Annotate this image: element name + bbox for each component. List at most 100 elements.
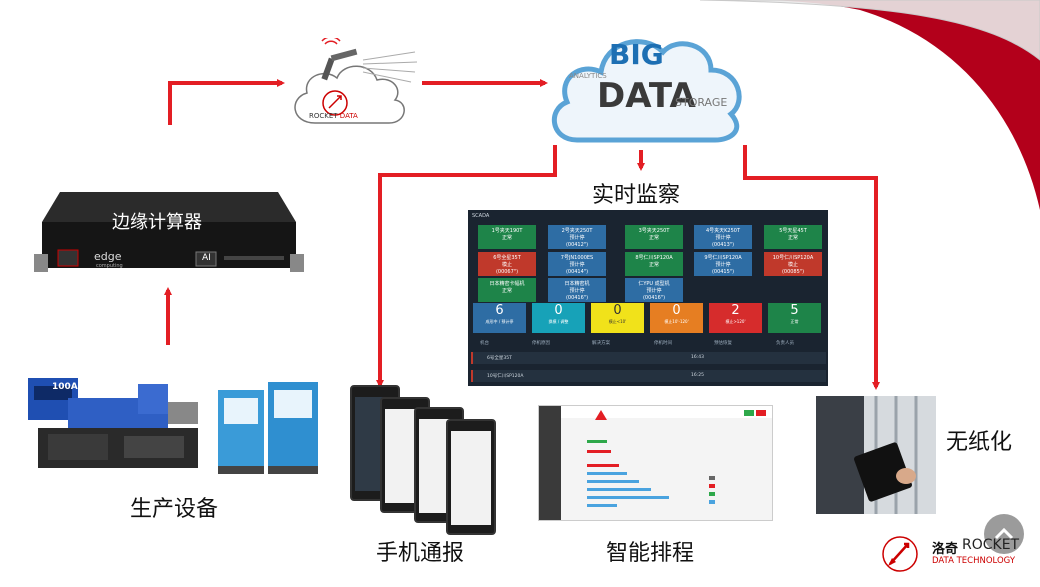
big-data-term-analytics: ANALYTICS <box>569 72 607 80</box>
paperless-label: 无纸化 <box>946 430 1013 455</box>
scada-stat-number: 0 <box>554 303 563 318</box>
scada-stat-label: 换模 / 调整 <box>548 319 569 324</box>
scada-tile-line: 预计停 <box>569 235 585 241</box>
paperless-photo <box>816 396 936 514</box>
scada-tile[interactable]: 仁YPU 成型机预计停(00416") <box>625 278 683 302</box>
rocket-logo-icon <box>882 536 918 572</box>
scada-tile-line: 模止 <box>501 262 512 268</box>
scada-tile-line: 4号夹天K250T <box>705 228 741 234</box>
chevron-up-icon <box>994 527 1014 540</box>
row-time: 16:43 <box>691 355 704 360</box>
scada-tile[interactable]: 日本精密机预计停(00416") <box>548 278 606 302</box>
big-data-word2: DATA <box>597 76 696 116</box>
scada-tile-line: 仁YPU 成型机 <box>638 281 670 287</box>
scada-tile-line: 5号天星45T <box>779 228 807 234</box>
mobile-phones-image <box>350 385 500 535</box>
scada-tile-line: 正常 <box>787 235 798 241</box>
scada-tile-line: 预计停 <box>569 288 585 294</box>
scada-tile-line: 10号仁川SP120A <box>772 255 814 261</box>
scada-tile-line: 模止 <box>787 262 798 268</box>
scada-title: SCADA <box>472 213 490 219</box>
scada-tile-line: (00085") <box>781 269 805 275</box>
scroll-to-top-button[interactable] <box>984 514 1024 554</box>
injection-machine-image: 100ADS <box>28 378 208 478</box>
mold-temperature-controller-image <box>216 380 320 476</box>
scada-tile-line: 预计停 <box>715 235 731 241</box>
big-data-cloud: BIG DATA ANALYTICS STORAGE <box>547 22 747 144</box>
scada-tile-line: (00413") <box>711 242 735 248</box>
arrow-bigdata-to-paperless <box>743 145 880 390</box>
scada-stat-label: 模止>120' <box>725 319 746 324</box>
scada-stat-number: 2 <box>731 303 740 318</box>
scada-tile-line: 正常 <box>648 235 659 241</box>
scada-tile-line: 正常 <box>501 288 512 294</box>
scada-column-header: 负责人员 <box>776 341 794 346</box>
edge-device-label: 边缘计算器 <box>112 212 202 233</box>
scada-tile-line: (00414") <box>565 269 589 275</box>
scada-tile-line: (00412") <box>565 242 589 248</box>
big-data-term-storage: STORAGE <box>675 96 728 109</box>
scada-stat-label: 正常 <box>790 319 799 324</box>
scada-column-header: 停机原因 <box>532 341 550 346</box>
scada-stat-number: 0 <box>672 303 681 318</box>
scada-stat-label: 模止<10' <box>608 319 627 324</box>
scada-tile-line: (00416") <box>565 295 589 301</box>
rocket-data-cloud-icon: ROCKET DATA <box>285 36 425 128</box>
scada-tile[interactable]: 日本精密卡幅机正常 <box>478 278 536 302</box>
table-row[interactable]: 6号全星35T 16:43 <box>471 352 826 364</box>
scada-tile-line: 预计停 <box>569 262 585 268</box>
scheduling-screenshot <box>538 405 773 521</box>
scada-tile-line: (00415") <box>711 269 735 275</box>
realtime-monitor-label: 实时监察 <box>592 183 681 208</box>
scada-tile-line: 7号JN1000ES <box>560 255 594 261</box>
scada-column-header: 预估恢复 <box>714 341 732 346</box>
mobile-report-label: 手机通报 <box>376 541 465 566</box>
company-logo: 洛奇 ROCKET DATA TECHNOLOGY <box>880 530 1035 580</box>
arrow-bigdata-to-mobile <box>376 145 557 388</box>
edge-sub-text: computing <box>96 263 123 269</box>
rocket-logo-line2: DATA <box>339 112 358 120</box>
scada-tile-line: 正常 <box>501 235 512 241</box>
scada-tile-line: 预计停 <box>715 262 731 268</box>
rocket-logo-line1: ROCKET <box>309 112 338 120</box>
scada-stat-number: 0 <box>613 303 622 318</box>
scada-stat-number: 6 <box>495 303 504 318</box>
scada-tile-line: 3号夹天250T <box>638 228 670 234</box>
scada-tile-line: 6号全星35T <box>493 255 521 261</box>
arrow-edge-to-cloud <box>168 79 285 125</box>
smart-scheduling-label: 智能排程 <box>606 541 695 566</box>
production-equipment-label: 生产设备 <box>130 497 219 522</box>
scada-stat-label: 模止10'-120' <box>664 319 689 324</box>
scada-stat-label: 成形中 / 预计停 <box>485 319 514 324</box>
company-name-cn: 洛奇 <box>932 542 959 557</box>
company-name-en: ROCKET <box>962 537 1020 553</box>
edge-computing-device: 边缘计算器 edge computing AI <box>34 188 304 280</box>
scada-column-header: 解决方案 <box>592 341 610 346</box>
cloud-shape-icon <box>551 39 742 143</box>
scada-tile-line: (00416") <box>642 295 666 301</box>
edge-ai-badge: AI <box>202 253 211 263</box>
row-machine: 10号仁川SP120A <box>487 374 524 379</box>
scada-column-header: 机台 <box>480 341 489 346</box>
edge-brand-text: edge <box>94 250 122 263</box>
scada-tile-line: (00067") <box>495 269 519 275</box>
row-machine: 6号全星35T <box>487 356 512 361</box>
